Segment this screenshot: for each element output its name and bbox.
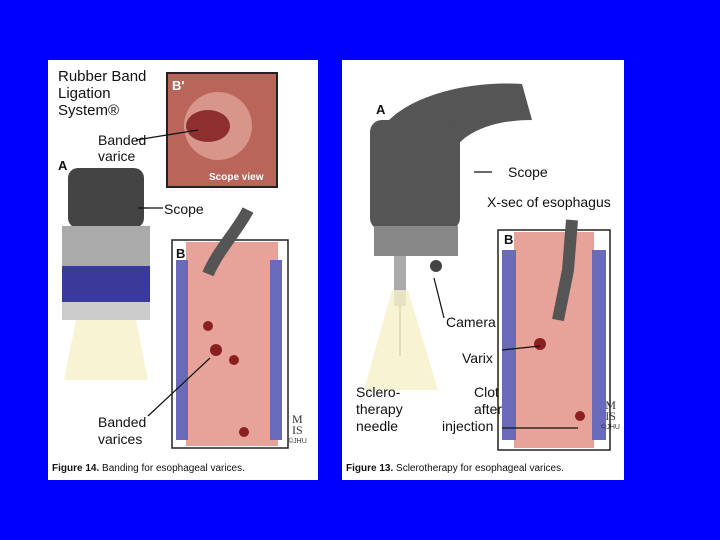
- banded-varice-label-2: varice: [98, 148, 135, 164]
- light-beam: [64, 320, 148, 380]
- needle-label-3: needle: [356, 418, 398, 434]
- figure-13-caption: Figure 13. Sclerotherapy for esophageal …: [346, 463, 564, 474]
- letter-a-right: A: [376, 102, 385, 117]
- scope-label-right: Scope: [508, 164, 548, 180]
- inset-letter: B': [172, 78, 184, 93]
- title-line1: Rubber Band: [58, 68, 146, 85]
- banded-varice-shape: [186, 110, 230, 142]
- xsec-label: X-sec of esophagus: [487, 194, 611, 210]
- clot-label-1: Clot: [474, 384, 499, 400]
- figure-14-panel: Rubber Band Ligation System® B' Scope vi…: [48, 60, 318, 480]
- banding-illustration: [48, 60, 318, 480]
- esophagus-section: [186, 242, 278, 446]
- mis-logo: M IS ©JHU: [601, 400, 620, 433]
- needle-label-1: Sclero-: [356, 384, 400, 400]
- scope-label-left: Scope: [164, 201, 204, 217]
- banded-varices-label-2: varices: [98, 431, 142, 447]
- figure-14-caption: Figure 14. Banding for esophageal varice…: [52, 463, 245, 474]
- scope-body-a: [370, 120, 460, 230]
- light-beam: [364, 290, 438, 390]
- clot-label-2: after: [474, 401, 502, 417]
- rubber-bands: [62, 266, 150, 302]
- title-line3: System®: [58, 102, 119, 119]
- varix-label: Varix: [462, 350, 493, 366]
- banded-varices-label-1: Banded: [98, 414, 146, 430]
- needle-label-2: therapy: [356, 401, 403, 417]
- letter-b-right: B: [504, 232, 513, 247]
- figure-13-panel: A Scope X-sec of esophagus B Camera Vari…: [342, 60, 624, 480]
- inset-caption: Scope view: [209, 170, 263, 186]
- clot-label-3: injection: [442, 418, 493, 434]
- title-line2: Ligation: [58, 85, 111, 102]
- letter-b-left: B: [176, 246, 185, 261]
- letter-a-left: A: [58, 158, 67, 173]
- scope-body-a: [68, 168, 144, 228]
- banded-varice-label-1: Banded: [98, 132, 146, 148]
- sclerotherapy-illustration: [342, 60, 624, 480]
- camera-label: Camera: [446, 314, 496, 330]
- camera-lens: [430, 260, 442, 272]
- mis-logo: M IS ©JHU: [288, 414, 307, 447]
